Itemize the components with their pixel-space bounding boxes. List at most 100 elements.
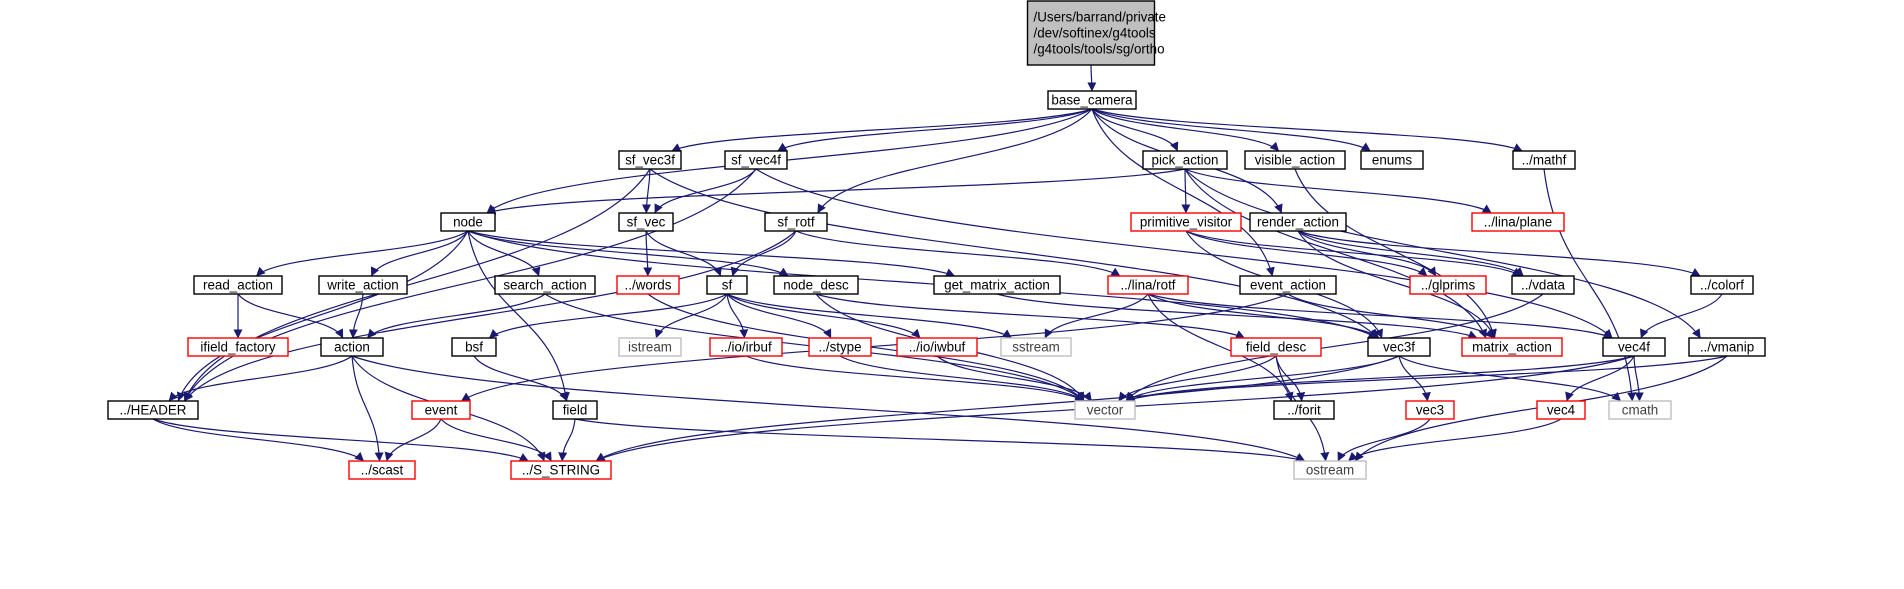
edge-base-camera-to-node (486, 108, 1093, 214)
edge-base-camera-to-sf-vec4f (777, 108, 1093, 152)
node-label: field (563, 403, 588, 418)
node-lina-rotf[interactable]: ../lina/rotf (1107, 275, 1189, 295)
edge-node-to-search-action (467, 230, 541, 277)
node-box (552, 400, 598, 420)
node-label: ../S_STRING (522, 463, 600, 478)
node-glprims[interactable]: ../glprims (1409, 275, 1487, 295)
node-box (318, 275, 408, 295)
node-box (1026, 0, 1156, 66)
node-label: event (425, 403, 458, 418)
node-colorf[interactable]: ../colorf (1690, 275, 1754, 295)
node-istream: istream (618, 337, 682, 357)
node-write-action[interactable]: write_action (318, 275, 408, 295)
edge-search-action-to-action (366, 293, 546, 339)
node-box (187, 337, 289, 357)
edge-io-iwbuf-to-vector (936, 355, 1093, 402)
node-enums[interactable]: enums (1360, 150, 1424, 170)
node-label: base_camera (1051, 93, 1133, 108)
node-primitive-visitor[interactable]: primitive_visitor (1130, 212, 1242, 232)
node-box (348, 460, 416, 480)
node-mathf[interactable]: ../mathf (1512, 150, 1576, 170)
edge-colorf-to-vec4f (1640, 293, 1723, 339)
node-field[interactable]: field (552, 400, 598, 420)
node-label: enums (1372, 153, 1412, 168)
node-box (933, 275, 1061, 295)
node-label: get_matrix_action (944, 278, 1050, 293)
node-label: ../mathf (1522, 153, 1567, 168)
node-lina-plane[interactable]: ../lina/plane (1471, 212, 1565, 232)
node-box (773, 275, 859, 295)
edge-visible-action-to-matrix-action (1294, 168, 1497, 339)
node-forit[interactable]: ../forit (1273, 400, 1335, 420)
node-matrix-action[interactable]: matrix_action (1461, 337, 1563, 357)
edge-node-to-write-action (370, 230, 469, 277)
node-ifield-factory[interactable]: ifield_factory (187, 337, 289, 357)
node-vec3f[interactable]: vec3f (1367, 337, 1431, 357)
node-label: istream (628, 340, 672, 355)
edge-pick-action-to-vmanip (1184, 168, 1701, 339)
node-vmanip[interactable]: ../vmanip (1688, 337, 1766, 357)
node-vector: vector (1074, 400, 1136, 420)
node-node-desc[interactable]: node_desc (773, 275, 859, 295)
node-header[interactable]: ../HEADER (107, 400, 199, 420)
node-io-irbuf[interactable]: ../io/irbuf (709, 337, 783, 357)
node-render-action[interactable]: render_action (1249, 212, 1347, 232)
node-sf-rotf[interactable]: sf_rotf (764, 212, 828, 232)
node-action[interactable]: action (320, 337, 384, 357)
node-label: node_desc (783, 278, 849, 293)
node-label: ostream (1306, 463, 1354, 478)
edge-sf-vec-to-sf (645, 230, 722, 277)
node-node[interactable]: node (440, 212, 496, 232)
node-event[interactable]: event (411, 400, 471, 420)
node-sf-vec3f[interactable]: sf_vec3f (618, 150, 682, 170)
node-box (1244, 150, 1346, 170)
node-event-action[interactable]: event_action (1239, 275, 1337, 295)
node-vec4[interactable]: vec4 (1536, 400, 1586, 420)
edge-sf-vec4f-to-header (183, 168, 757, 402)
node-io-iwbuf[interactable]: ../io/iwbuf (896, 337, 978, 357)
edge-vec4f-to-vector (1125, 355, 1635, 402)
node-sf-vec[interactable]: sf_vec (618, 212, 674, 232)
node-bsf[interactable]: bsf (451, 337, 497, 357)
edge-base-camera-to-sf-rotf (817, 108, 1093, 214)
node-label: ../glprims (1421, 278, 1476, 293)
edge-event-action-to-matrix-action (1287, 293, 1495, 339)
edge-base-camera-to-sf-vec3f (671, 108, 1093, 152)
node-field-desc[interactable]: field_desc (1230, 337, 1322, 357)
node-pick-action[interactable]: pick_action (1142, 150, 1228, 170)
node-box (1512, 150, 1576, 170)
edge-sf-to-io-irbuf (726, 293, 749, 339)
file-nodes: /Users/barrand/private/dev/softinex/g4to… (107, 0, 1766, 480)
node-vec3[interactable]: vec3 (1405, 400, 1455, 420)
node-box (1130, 212, 1242, 232)
node-box (709, 337, 783, 357)
node-root[interactable]: /Users/barrand/private/dev/softinex/g4to… (1026, 0, 1166, 66)
edge-mathf-to-cmath (1543, 168, 1637, 402)
node-visible-action[interactable]: visible_action (1244, 150, 1346, 170)
node-box (706, 275, 748, 295)
node-words[interactable]: ../words (616, 275, 680, 295)
node-vec4f[interactable]: vec4f (1602, 337, 1666, 357)
node-get-matrix-action[interactable]: get_matrix_action (933, 275, 1061, 295)
node-box (494, 275, 596, 295)
edge-read-action-to-action (237, 293, 344, 339)
node-s-string[interactable]: ../S_STRING (510, 460, 612, 480)
node-label: ../io/iwbuf (909, 340, 966, 355)
edge-sf-to-stype (726, 293, 832, 339)
node-vdata[interactable]: ../vdata (1511, 275, 1575, 295)
node-box (193, 275, 283, 295)
node-box (764, 212, 828, 232)
node-box (1230, 337, 1322, 357)
edge-sf-rotf-to-sf (730, 230, 797, 277)
node-sf-vec4f[interactable]: sf_vec4f (724, 150, 788, 170)
node-sf[interactable]: sf (706, 275, 748, 295)
node-read-action[interactable]: read_action (193, 275, 283, 295)
edge-vec4f-to-vec4 (1565, 355, 1635, 402)
node-scast[interactable]: ../scast (348, 460, 416, 480)
edge-sf-to-io-iwbuf (726, 293, 921, 339)
node-sstream: sstream (1000, 337, 1072, 357)
node-base-camera[interactable]: base_camera (1047, 90, 1137, 110)
node-stype[interactable]: ../stype (808, 337, 872, 357)
node-search-action[interactable]: search_action (494, 275, 596, 295)
